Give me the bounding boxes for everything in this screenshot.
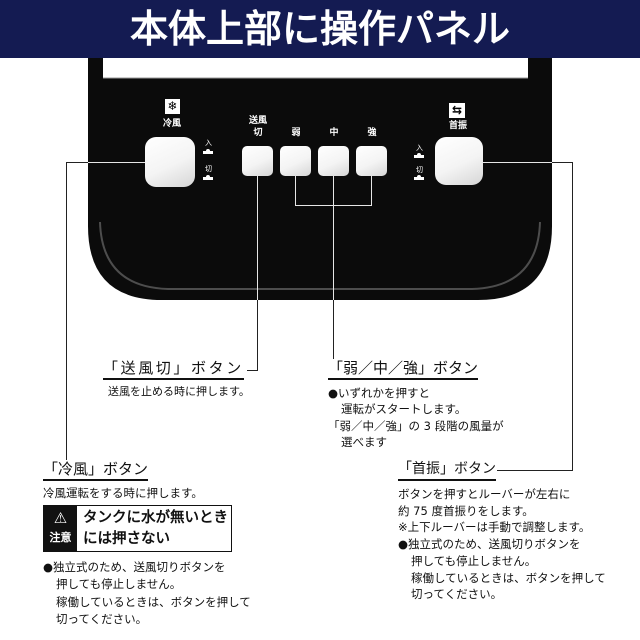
banner-title: 本体上部に操作パネル [129, 7, 510, 51]
note-line: 稼働しているときは、ボタンを押して [56, 594, 251, 609]
cool-indicator-on-label: 入 [205, 139, 212, 147]
callout-line: 「弱／中／強」の 3 段階の風量が [328, 418, 504, 433]
fan-off-connector [247, 300, 258, 371]
callout-line: ボタンを押すとルーバーが左右に [398, 487, 571, 501]
speed-strong-button [356, 146, 387, 176]
warning-icon [44, 509, 77, 527]
fan-off-button-label-top: 送風 [248, 116, 267, 126]
cool-button-label: 冷風 [162, 119, 181, 129]
caution-label: 注意 [49, 531, 72, 544]
cool-indicator-off-lamp-icon [203, 175, 213, 180]
caution-text: タンクに水が無いとき には押さない [83, 508, 228, 549]
swing-callout-body: ボタンを押すとルーバーが左右に 約 75 度首振りをします。 ※上下ルーバーは手… [398, 486, 606, 603]
speed-strong-label: 強 [367, 128, 377, 138]
cool-callout-heading: 「冷風」ボタン [43, 460, 149, 481]
fan-off-button-label-bottom: 切 [253, 128, 263, 138]
swing-indicator-on-lamp-icon [414, 153, 424, 158]
speed-weak-button [280, 146, 311, 176]
callout-line: 約 75 度首振りをします。 [398, 503, 534, 518]
fan-off-button [242, 146, 273, 176]
speed-medium-button [318, 146, 349, 176]
speed-weak-label: 弱 [291, 128, 301, 138]
callout-line: 稼働しているときは、ボタンを押して [411, 570, 606, 585]
swing-indicator-off-label: 切 [416, 166, 423, 174]
note-line: 押しても停止しません。 [56, 577, 182, 592]
caution-box: 注意 タンクに水が無いとき には押さない [43, 505, 232, 552]
note-line: ●独立式のため、送風切りボタンを [43, 560, 226, 574]
swing-button [435, 137, 483, 185]
callout-line: 冷風運転をする時に押します。 [43, 486, 203, 500]
speed-medium-label: 中 [329, 128, 339, 138]
swing-arrows-icon [449, 103, 465, 118]
swing-button-label: 首振 [448, 121, 467, 131]
caution-text-line: タンクに水が無いとき [83, 510, 228, 526]
speed-callout-heading: 「弱／中／強」ボタン [328, 359, 479, 380]
cool-button [145, 137, 195, 187]
snowflake-icon [165, 99, 180, 114]
caution-flag: 注意 [44, 506, 77, 551]
fan-off-callout-body: 送風を止める時に押します。 [108, 384, 250, 400]
note-line: 切ってください。 [56, 611, 148, 626]
title-banner: 本体上部に操作パネル [0, 0, 640, 58]
callout-line: 選べます [341, 434, 387, 449]
swing-indicator-on-label: 入 [416, 144, 423, 152]
swing-connector [497, 162, 573, 471]
speed-connector-inner [295, 176, 372, 300]
callout-line: ●いずれかを押すと [328, 386, 431, 400]
panel-bevel-edge [99, 221, 541, 290]
callout-line: ●独立式のため、送風切りボタンを [398, 537, 581, 552]
swing-callout-heading: 「首振」ボタン [398, 460, 496, 481]
callout-line: 送風を止める時に押します。 [108, 385, 250, 398]
cool-indicator-on-lamp-icon [203, 149, 213, 154]
fan-off-callout-heading: 「送風切」ボタン [103, 359, 244, 380]
panel-top-recess [103, 58, 528, 78]
cool-callout-notes: ●独立式のため、送風切りボタンを 押しても停止しません。 稼働しているときは、ボ… [43, 559, 251, 628]
cool-connector [66, 162, 88, 460]
cool-indicator-off-label: 切 [205, 165, 212, 173]
cool-callout-body: 冷風運転をする時に押します。 [43, 485, 203, 501]
control-panel-body [88, 58, 552, 300]
caution-text-line: には押さない [83, 530, 170, 547]
callout-line: ※上下ルーバーは手動で調整します。 [398, 520, 591, 535]
speed-callout-body: ●いずれかを押すと 運転がスタートします。 「弱／中／強」の 3 段階の風量が … [328, 385, 504, 450]
swing-indicator-off-lamp-icon [414, 175, 424, 180]
callout-line: 押しても停止しません。 [411, 553, 537, 568]
callout-line: 切ってください。 [411, 587, 503, 602]
callout-line: 運転がスタートします。 [341, 402, 467, 417]
